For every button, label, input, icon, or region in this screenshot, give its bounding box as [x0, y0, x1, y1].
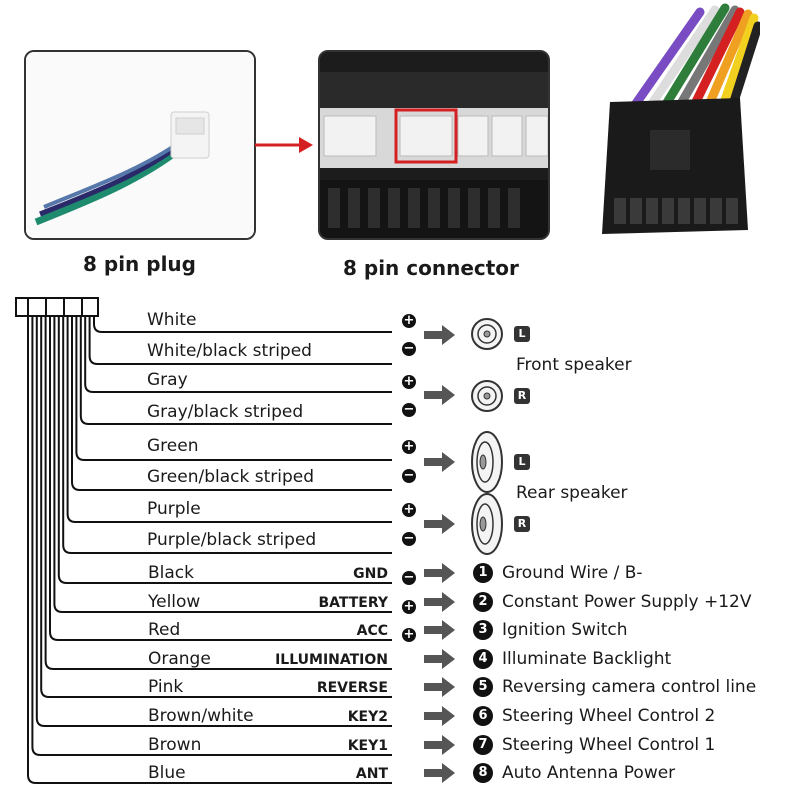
- step-number-badge: 2: [473, 592, 493, 612]
- harness-connector-block: [15, 297, 99, 317]
- wire-label-green-black: Green/black striped: [147, 467, 315, 487]
- wire-line: [57, 316, 392, 584]
- function-description: Constant Power Supply +12V: [502, 592, 752, 612]
- right-badge: R: [514, 388, 530, 404]
- wire-code: ACC: [356, 623, 388, 639]
- wire-line: [40, 316, 392, 698]
- polarity-minus: −: [402, 570, 416, 585]
- step-number-badge: 3: [473, 620, 493, 640]
- wire-label-yellow: Yellow: [148, 592, 201, 612]
- arrow-icon: [424, 514, 455, 534]
- wire-code: ILLUMINATION: [275, 652, 388, 668]
- function-description: Reversing camera control line: [502, 677, 757, 697]
- connector-photo: [318, 50, 550, 240]
- step-number-badge: 7: [473, 735, 493, 755]
- wire-label-orange: Orange: [148, 649, 211, 669]
- wire-line: [93, 316, 392, 333]
- polarity-minus: −: [402, 531, 416, 546]
- wire-code: KEY1: [347, 738, 388, 754]
- rear-speaker-label: Rear speaker: [516, 483, 628, 503]
- right-badge: R: [514, 516, 530, 532]
- wire-line: [27, 316, 392, 784]
- front-speaker-label: Front speaker: [516, 355, 632, 375]
- wire-label-purple-black: Purple/black striped: [147, 530, 317, 550]
- function-description: Ignition Switch: [502, 620, 628, 640]
- polarity-plus: +: [402, 599, 416, 614]
- wire-label-gray-black: Gray/black striped: [147, 402, 304, 422]
- polarity-plus: +: [402, 439, 416, 454]
- wire-line: [88, 316, 392, 365]
- function-description: Auto Antenna Power: [502, 763, 676, 783]
- polarity-minus: −: [402, 341, 416, 356]
- wire-line: [79, 316, 392, 425]
- wire-label-brown-white: Brown/white: [148, 706, 254, 726]
- wire-line: [44, 316, 392, 670]
- wire-label-black: Black: [148, 563, 194, 583]
- speaker-icon: [471, 380, 503, 412]
- step-number-badge: 8: [473, 763, 493, 783]
- arrow-icon: [424, 649, 455, 669]
- function-description: Illuminate Backlight: [502, 649, 672, 669]
- arrow-icon: [424, 620, 455, 640]
- function-description: Steering Wheel Control 1: [502, 735, 716, 755]
- arrow-icon: [424, 763, 455, 783]
- harness-photo: [602, 3, 760, 234]
- left-badge: L: [514, 454, 530, 470]
- connector-caption: 8 pin connector: [343, 256, 519, 280]
- arrow-icon: [424, 706, 455, 726]
- polarity-plus: +: [402, 374, 416, 389]
- wire-label-purple: Purple: [147, 499, 201, 519]
- plug-caption: 8 pin plug: [83, 252, 196, 276]
- arrow-icon: [424, 452, 455, 472]
- wire-code: BATTERY: [318, 595, 388, 611]
- speaker-icon: [471, 493, 503, 555]
- wire-code: ANT: [355, 766, 388, 782]
- arrow-icon: [424, 563, 455, 583]
- wire-line: [53, 316, 392, 613]
- step-number-badge: 6: [473, 706, 493, 726]
- wire-line: [35, 316, 392, 727]
- function-description: Ground Wire / B-: [502, 563, 643, 583]
- polarity-minus: −: [402, 402, 416, 417]
- wire-line: [31, 316, 392, 756]
- wire-code: GND: [353, 566, 388, 582]
- wire-label-green: Green: [147, 436, 199, 456]
- arrow-icon: [424, 592, 455, 612]
- step-number-badge: 1: [473, 563, 493, 583]
- wire-line: [49, 316, 392, 641]
- speaker-icon: [471, 431, 503, 493]
- polarity-plus: +: [402, 627, 416, 642]
- highlight-arrow: [255, 137, 313, 153]
- step-number-badge: 5: [473, 677, 493, 697]
- arrow-icon: [424, 325, 455, 345]
- wire-line: [62, 316, 392, 554]
- wire-label-gray: Gray: [147, 370, 188, 390]
- wire-line: [84, 316, 392, 393]
- wire-label-brown: Brown: [148, 735, 202, 755]
- arrow-icon: [424, 677, 455, 697]
- wire-label-red: Red: [148, 620, 181, 640]
- wire-label-blue: Blue: [148, 763, 186, 783]
- wire-code: KEY2: [347, 709, 388, 725]
- wire-label-white-black: White/black striped: [147, 341, 312, 361]
- step-number-badge: 4: [473, 649, 493, 669]
- wire-line: [71, 316, 392, 491]
- polarity-minus: −: [402, 468, 416, 483]
- wire-label-pink: Pink: [148, 677, 184, 697]
- wire-line: [75, 316, 392, 461]
- arrow-icon: [424, 385, 455, 405]
- speaker-icon: [471, 318, 503, 350]
- wire-code: REVERSE: [316, 680, 388, 696]
- wire-label-white: White: [147, 310, 197, 330]
- left-badge: L: [514, 326, 530, 342]
- function-description: Steering Wheel Control 2: [502, 706, 716, 726]
- polarity-plus: +: [402, 313, 416, 328]
- arrow-icon: [424, 735, 455, 755]
- wire-line: [66, 316, 392, 523]
- plug-photo: [24, 50, 256, 240]
- polarity-plus: +: [402, 502, 416, 517]
